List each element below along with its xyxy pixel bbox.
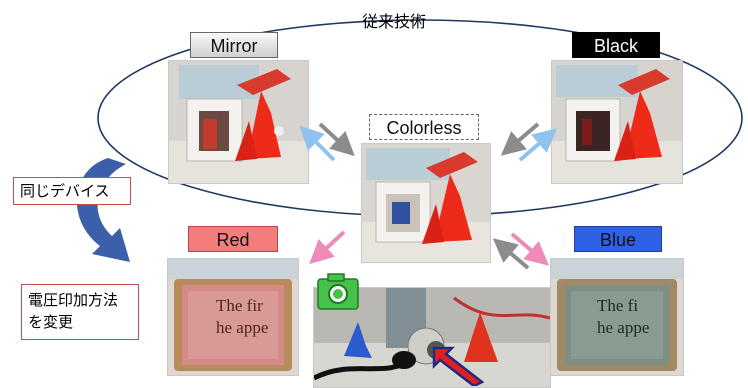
prior-art-title: 従来技術	[362, 12, 427, 31]
red-sample-line2: he appe	[216, 318, 269, 337]
blue-sample-line2: he appe	[597, 318, 650, 337]
black-label: Black	[572, 32, 660, 58]
red-label: Red	[188, 226, 278, 252]
red-photo: The fir he appe	[167, 258, 299, 376]
setup-photo	[313, 287, 551, 388]
blue-photo: The fi he appe	[550, 258, 684, 376]
change-method-note: 電圧印加方法 を変更	[21, 284, 139, 340]
change-method-line1: 電圧印加方法	[28, 291, 119, 309]
colorless-photo	[361, 143, 491, 263]
camera-icon	[317, 273, 359, 310]
colorless-label: Colorless	[369, 114, 479, 140]
same-device-note: 同じデバイス	[13, 177, 131, 205]
red-sample-line1: The fir	[216, 296, 263, 315]
blue-label: Blue	[574, 226, 662, 252]
mirror-label: Mirror	[190, 32, 278, 58]
mirror-photo	[168, 60, 309, 184]
blue-sample-line1: The fi	[597, 296, 639, 315]
black-photo	[551, 60, 683, 184]
voltage-arrow-icon	[432, 346, 485, 386]
curved-arrow-icon	[76, 158, 130, 262]
change-method-line2: を変更	[28, 313, 74, 331]
